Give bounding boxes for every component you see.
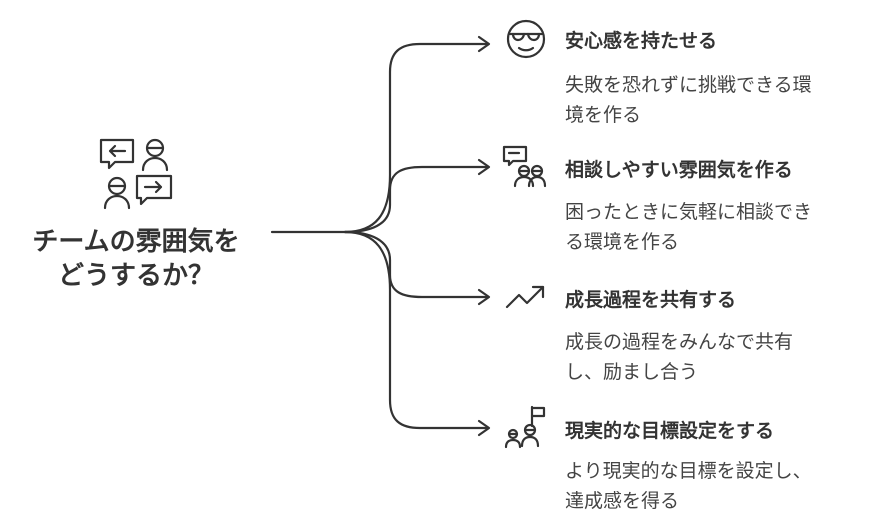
center-title-line-1: チームの雰囲気を (32, 227, 240, 257)
branch-4-title: 現実的な目標設定をする (565, 420, 775, 442)
center-title-line-2: どうするか？ (57, 261, 214, 291)
branch-1-description: 失敗を恐れずに挑戦できる環 境を作る (565, 70, 885, 130)
connector-branch-4 (343, 230, 490, 430)
goal-flag-people-icon (504, 405, 546, 449)
branch-1-desc-line-2: 境を作る (565, 104, 642, 126)
arrowhead-2 (477, 158, 491, 176)
branch-3-desc-line-1: 成長の過程をみんなで共有 (565, 331, 794, 353)
center-title: チームの雰囲気を どうするか？ (6, 225, 266, 293)
connector-branch-2 (343, 165, 490, 234)
branch-3-desc-line-2: し、励まし合う (565, 361, 699, 383)
branch-4-desc-line-1: より現実的な目標を設定し、 (565, 460, 812, 482)
arrowhead-3 (477, 288, 491, 306)
arrowhead-1 (477, 35, 491, 53)
people-discussion-icon (502, 145, 547, 188)
trending-up-icon (505, 285, 545, 309)
conversation-people-icon (99, 138, 173, 210)
branch-2-desc-line-1: 困ったときに気軽に相談でき (565, 201, 813, 223)
connector-branch-1 (343, 42, 490, 234)
branch-3-description: 成長の過程をみんなで共有 し、励まし合う (565, 327, 885, 387)
branch-4-description: より現実的な目標を設定し、 達成感を得る (565, 456, 885, 516)
arrowhead-4 (477, 419, 491, 437)
branch-4-desc-line-2: 達成感を得る (565, 490, 680, 512)
branch-1-title: 安心感を持たせる (565, 30, 718, 52)
connector-branch-3 (343, 230, 490, 299)
branch-3-title: 成長過程を共有する (565, 289, 737, 311)
branch-2-title: 相談しやすい雰囲気を作る (565, 159, 793, 181)
branch-2-description: 困ったときに気軽に相談でき る環境を作る (565, 197, 885, 257)
sunglasses-face-icon (506, 19, 546, 59)
branch-1-desc-line-1: 失敗を恐れずに挑戦できる環 (565, 74, 812, 96)
branch-2-desc-line-2: る環境を作る (565, 231, 680, 253)
